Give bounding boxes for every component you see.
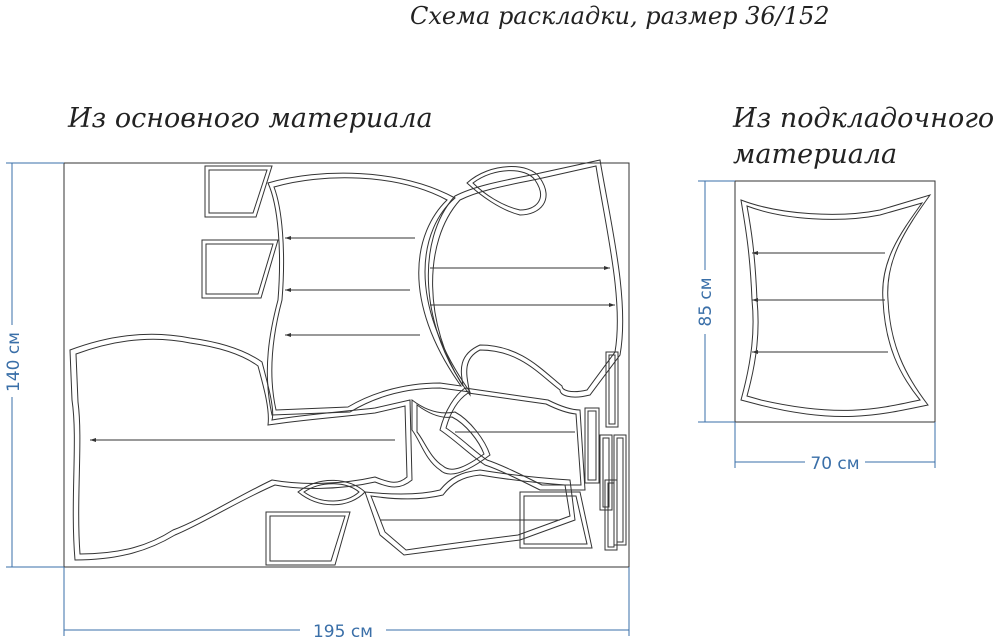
middle-diagonal-piece (411, 398, 491, 475)
centre-lower-piece (364, 469, 576, 556)
lining-material-heading: Из подкладочного материала (733, 101, 1000, 173)
lining-fabric-sheet (734, 180, 936, 423)
lining-width-label-bg (805, 453, 865, 473)
leaf-piece-bottom (297, 479, 366, 506)
trapezoid-bottom-left (265, 511, 351, 566)
lining-pattern-piece (740, 194, 932, 418)
small-piece-second (201, 239, 279, 299)
front-piece (427, 159, 624, 398)
lining-heading-line-2: материала (733, 139, 898, 170)
lining-heading-line-1: Из подкладочного (733, 103, 995, 134)
leaf-piece-top (466, 166, 547, 216)
lining-width-label: 70 см (810, 454, 859, 474)
small-piece-top-left (204, 165, 273, 218)
lining-height-label: 85 см (696, 277, 716, 326)
layout-title: Схема раскладки, размер 36/152 (410, 2, 830, 30)
narrow-strips (584, 351, 627, 551)
main-material-heading: Из основного материала (68, 103, 433, 134)
back-piece (266, 172, 472, 416)
right-middle-piece (439, 387, 586, 491)
height-label-bg (2, 325, 24, 397)
main-pattern-pieces (69, 159, 627, 566)
lining-height-label-bg (694, 270, 716, 334)
sleeve-piece (69, 333, 413, 561)
main-width-label: 195 см (313, 622, 373, 639)
width-label-bg (300, 620, 386, 639)
grain-arrows (90, 236, 615, 442)
lining-dimension-lines (698, 180, 936, 468)
trapezoid-bottom-right (519, 491, 593, 549)
lining-grain-arrows (752, 251, 758, 354)
main-fabric-sheet (63, 162, 630, 568)
main-height-label: 140 см (4, 332, 24, 392)
